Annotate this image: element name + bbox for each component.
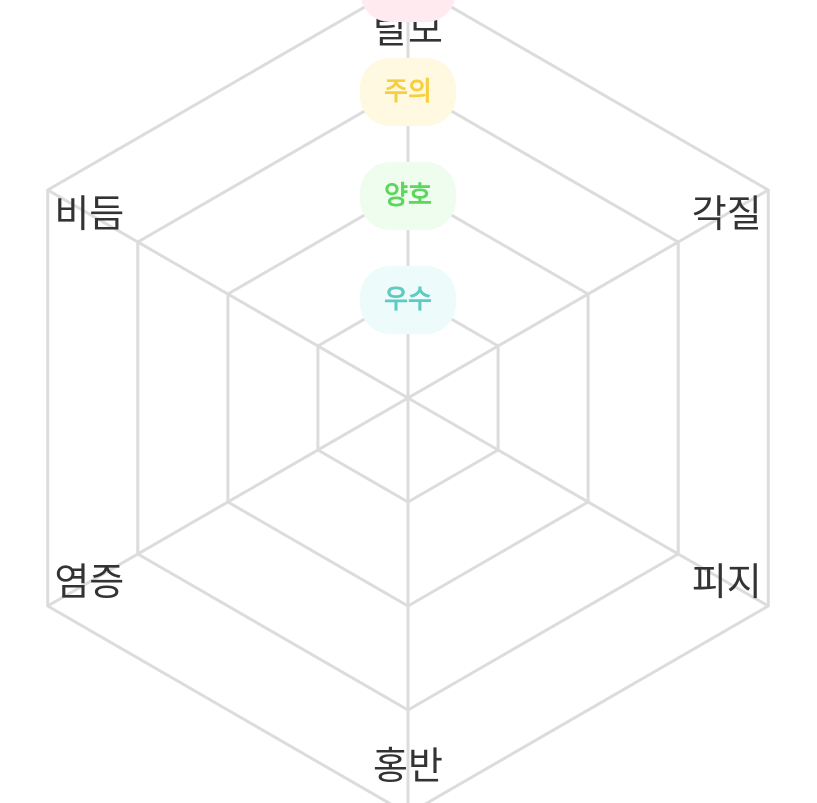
level-label-4: 위험: [361, 0, 455, 22]
axis-label-2: 각질: [692, 192, 762, 236]
level-label-1: 우수: [360, 266, 456, 334]
level-text-1: 우수: [384, 285, 432, 315]
axis-label-5: 염증: [54, 560, 124, 604]
level-text-4: 위험: [384, 0, 432, 3]
axis-label-4: 홍반: [373, 744, 443, 788]
axis-label-3: 피지: [692, 560, 762, 604]
level-label-2: 양호: [360, 162, 456, 230]
level-pill-3: [360, 58, 456, 126]
level-text-3: 주의: [384, 77, 432, 107]
level-pill-4: [361, 0, 455, 22]
axis-spoke-3: [407, 396, 770, 608]
level-pill-1: [360, 266, 456, 334]
level-text-2: 양호: [384, 181, 432, 211]
radar-level-labels: 우수 양호 주의 위험: [360, 0, 456, 334]
level-pill-2: [360, 162, 456, 230]
level-label-3: 주의: [360, 58, 456, 126]
axis-spoke-2: [407, 188, 770, 400]
axis-spoke-6: [46, 188, 409, 400]
axis-spoke-5: [46, 396, 409, 608]
axis-label-6: 비듬: [54, 192, 124, 236]
